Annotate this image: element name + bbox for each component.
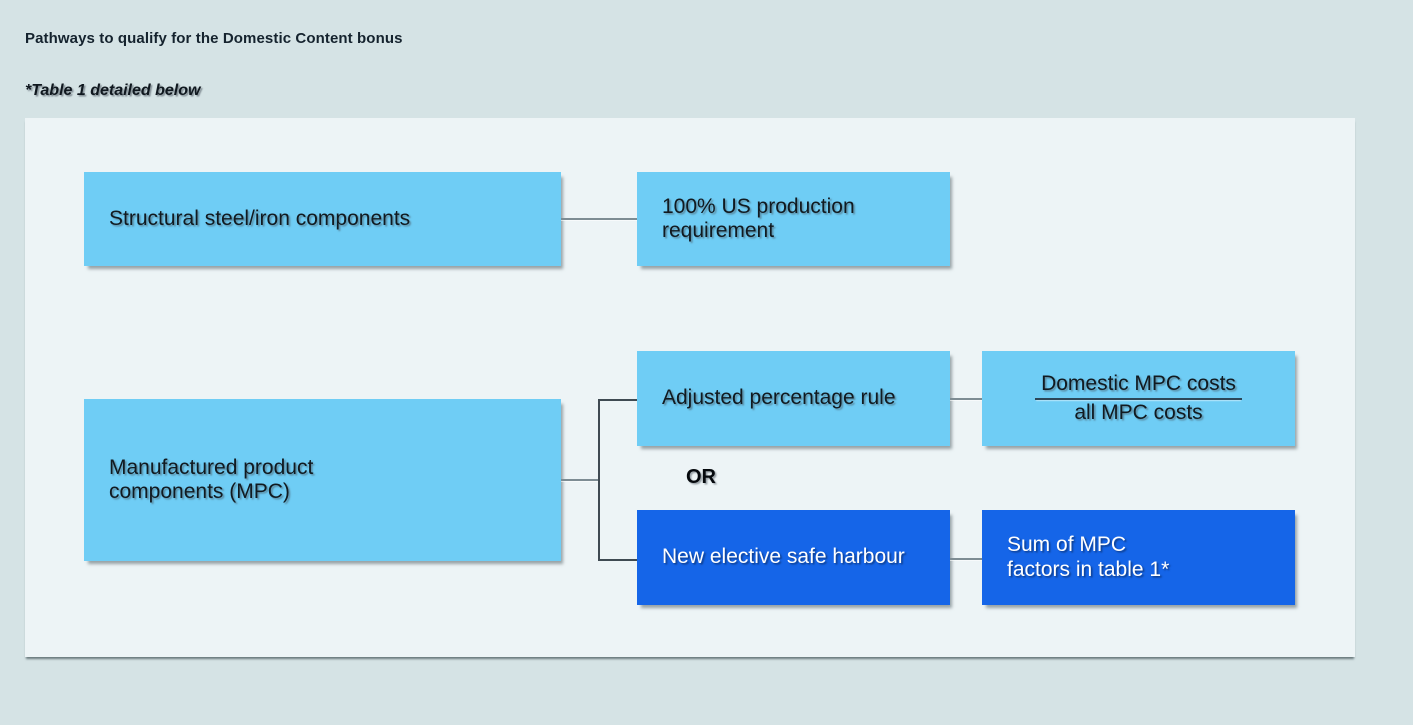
- node-adjusted-percentage-rule-label: Adjusted percentage rule: [662, 386, 896, 410]
- connector-mpc-to-safe-harbour: [598, 559, 637, 561]
- formula-denominator: all MPC costs: [1074, 400, 1203, 424]
- node-new-elective-safe-harbour[interactable]: New elective safe harbour: [637, 510, 950, 605]
- node-adjusted-percentage-rule[interactable]: Adjusted percentage rule: [637, 351, 950, 446]
- page-subtitle-footnote: *Table 1 detailed below: [25, 82, 201, 99]
- connector-mpc-spine: [598, 399, 600, 561]
- node-us-production-requirement[interactable]: 100% US production requirement: [637, 172, 950, 266]
- connector-mpc-to-adjusted-percentage: [598, 399, 637, 401]
- node-manufactured-product-components[interactable]: Manufactured product components (MPC): [84, 399, 561, 561]
- node-manufactured-product-components-label: Manufactured product components (MPC): [109, 455, 314, 503]
- connector-adjusted-percentage-to-formula: [950, 398, 982, 400]
- node-us-production-requirement-label: 100% US production requirement: [662, 194, 855, 242]
- page-title: Pathways to qualify for the Domestic Con…: [25, 30, 403, 47]
- formula-numerator: Domestic MPC costs: [1035, 372, 1242, 400]
- formula-domestic-mpc-ratio: Domestic MPC costs all MPC costs: [1035, 372, 1242, 426]
- node-domestic-mpc-cost-ratio[interactable]: Domestic MPC costs all MPC costs: [982, 351, 1295, 446]
- diagram-panel: Structural steel/iron components 100% US…: [25, 118, 1355, 657]
- node-sum-of-mpc-factors-label: Sum of MPC factors in table 1*: [1007, 533, 1170, 581]
- node-sum-of-mpc-factors[interactable]: Sum of MPC factors in table 1*: [982, 510, 1295, 605]
- connector-safe-harbour-to-sum: [950, 558, 982, 560]
- node-new-elective-safe-harbour-label: New elective safe harbour: [662, 545, 905, 569]
- connector-mpc-stub: [561, 479, 599, 481]
- node-structural-steel[interactable]: Structural steel/iron components: [84, 172, 561, 266]
- operator-or-label: OR: [686, 466, 716, 488]
- connector-structural-to-requirement: [561, 218, 637, 220]
- node-structural-steel-label: Structural steel/iron components: [109, 206, 411, 230]
